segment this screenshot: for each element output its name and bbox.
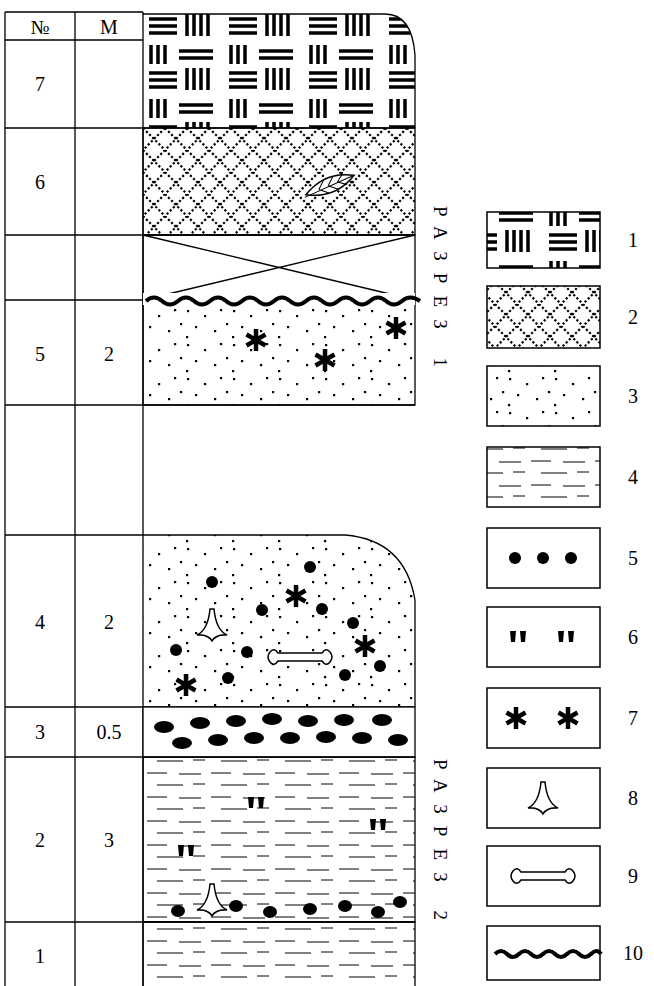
- table-cell: 4: [35, 612, 45, 632]
- layer-2: [143, 757, 415, 922]
- layer-1: [143, 922, 415, 986]
- table-cell: 2: [104, 612, 114, 632]
- legend-number: 6: [628, 627, 638, 647]
- layer-4: [143, 535, 415, 707]
- unconformity-line: [146, 298, 420, 305]
- table-frame: [5, 12, 415, 986]
- legend-number: 5: [628, 548, 638, 568]
- table-cell: 2: [104, 344, 114, 364]
- layer-6: [143, 128, 415, 235]
- leaf-symbol: [301, 168, 357, 202]
- layer-5: [143, 293, 420, 405]
- legend-number: 3: [628, 386, 638, 406]
- table-cell: 7: [35, 74, 45, 94]
- column-header: М: [100, 17, 118, 37]
- column-header: №: [30, 17, 49, 37]
- legend-swatches: [487, 212, 600, 980]
- table-cell: 3: [104, 830, 114, 850]
- legend-number: 4: [628, 467, 638, 487]
- section-title: РАЗРЕЗ 1: [431, 205, 450, 378]
- table-cell: 5: [35, 344, 45, 364]
- table-cell: 1: [35, 946, 45, 966]
- legend-number: 7: [628, 708, 638, 728]
- section-title: РАЗРЕЗ 2: [431, 758, 450, 931]
- legend-number: 10: [623, 943, 643, 963]
- legend-number: 2: [628, 307, 638, 327]
- missing-interval: [143, 235, 415, 300]
- layer-3: [143, 707, 415, 757]
- legend-number: 9: [628, 866, 638, 886]
- layer-7: [143, 14, 415, 128]
- legend-symbols: [495, 552, 601, 957]
- table-cell: 3: [35, 722, 45, 742]
- table-cell: 6: [35, 172, 45, 192]
- legend-number: 8: [628, 788, 638, 808]
- table-cell: 0.5: [97, 722, 122, 742]
- table-cell: 2: [35, 830, 45, 850]
- legend-number: 1: [628, 230, 638, 250]
